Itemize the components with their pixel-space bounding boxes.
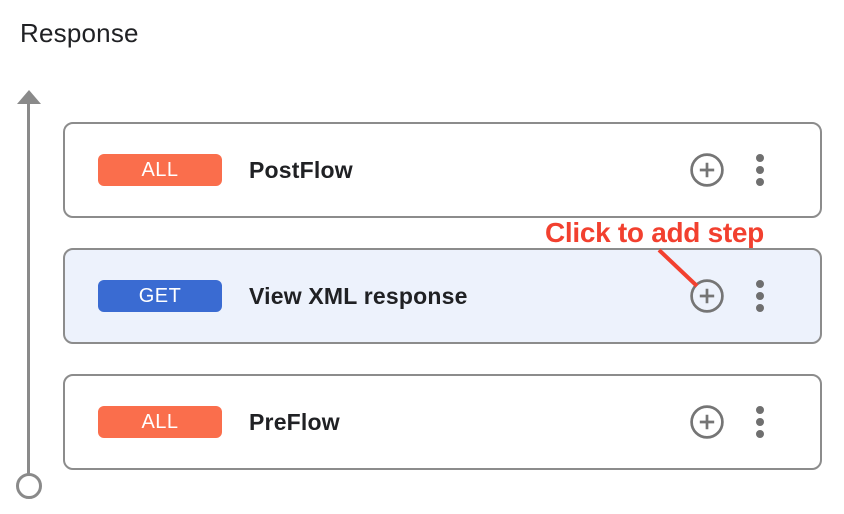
flow-timeline-line bbox=[27, 101, 30, 475]
plus-circle-icon bbox=[690, 279, 724, 313]
flow-card-postflow[interactable]: ALL PostFlow bbox=[63, 122, 822, 218]
plus-circle-icon bbox=[690, 405, 724, 439]
circle-endpoint-icon bbox=[16, 473, 42, 499]
add-step-button[interactable] bbox=[689, 278, 725, 314]
kebab-menu-icon bbox=[756, 280, 764, 288]
flow-card-view-xml-response[interactable]: GET View XML response bbox=[63, 248, 822, 344]
page-title: Response bbox=[20, 18, 139, 48]
annotation-click-to-add-step: Click to add step bbox=[545, 217, 764, 248]
method-badge: ALL bbox=[98, 154, 222, 186]
flow-name: PreFlow bbox=[249, 408, 340, 435]
add-step-button[interactable] bbox=[689, 152, 725, 188]
method-badge: GET bbox=[98, 280, 222, 312]
flow-card-preflow[interactable]: ALL PreFlow bbox=[63, 374, 822, 470]
flow-name: PostFlow bbox=[249, 156, 353, 183]
plus-circle-icon bbox=[690, 153, 724, 187]
method-badge: ALL bbox=[98, 406, 222, 438]
kebab-menu-button[interactable] bbox=[755, 152, 765, 188]
kebab-menu-button[interactable] bbox=[755, 404, 765, 440]
kebab-menu-icon bbox=[756, 406, 764, 414]
kebab-menu-button[interactable] bbox=[755, 278, 765, 314]
flow-name: View XML response bbox=[249, 282, 468, 309]
kebab-menu-icon bbox=[756, 154, 764, 162]
up-arrow-icon bbox=[17, 90, 41, 104]
flow-card-list: ALL PostFlow GET View XML response bbox=[63, 122, 822, 500]
add-step-button[interactable] bbox=[689, 404, 725, 440]
